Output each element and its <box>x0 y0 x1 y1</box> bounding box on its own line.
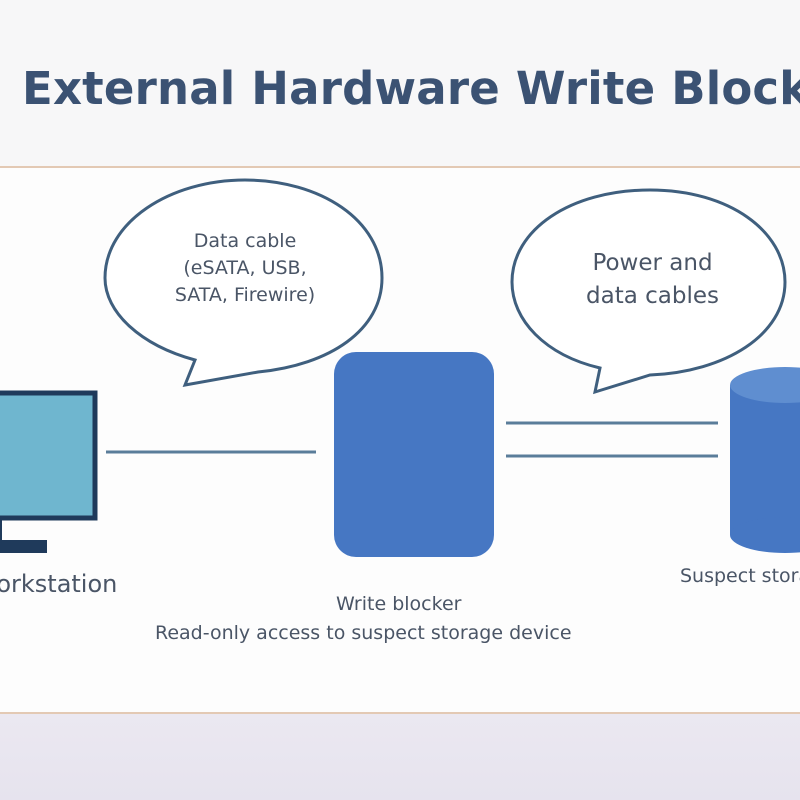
right-bubble-line2: data cables <box>586 283 719 309</box>
monitor-icon <box>0 390 98 553</box>
title-band <box>0 0 800 168</box>
left-bubble-text: Data cable (eSATA, USB, SATA, Firewire) <box>125 228 365 309</box>
right-bubble-line1: Power and <box>592 250 713 276</box>
suspect-storage-label: Suspect storage device <box>680 565 800 587</box>
storage-cylinder-icon <box>730 367 800 553</box>
write-blocker-description: Read-only access to suspect storage devi… <box>155 622 572 644</box>
left-bubble-line2: (eSATA, USB, <box>183 257 307 279</box>
workstation-label: Workstation <box>0 570 118 598</box>
speech-bubble-left <box>103 178 384 387</box>
write-blocker-label: Write blocker <box>336 593 462 615</box>
left-bubble-line3: SATA, Firewire) <box>174 284 316 306</box>
right-bubble-text: Power and data cables <box>530 247 775 313</box>
bottom-band <box>0 714 800 800</box>
speech-bubble-right <box>510 188 787 395</box>
left-bubble-line1: Data cable <box>193 230 297 252</box>
write-blocker-device-icon <box>334 352 494 557</box>
slide-title: External Hardware Write Blocker <box>22 62 800 115</box>
